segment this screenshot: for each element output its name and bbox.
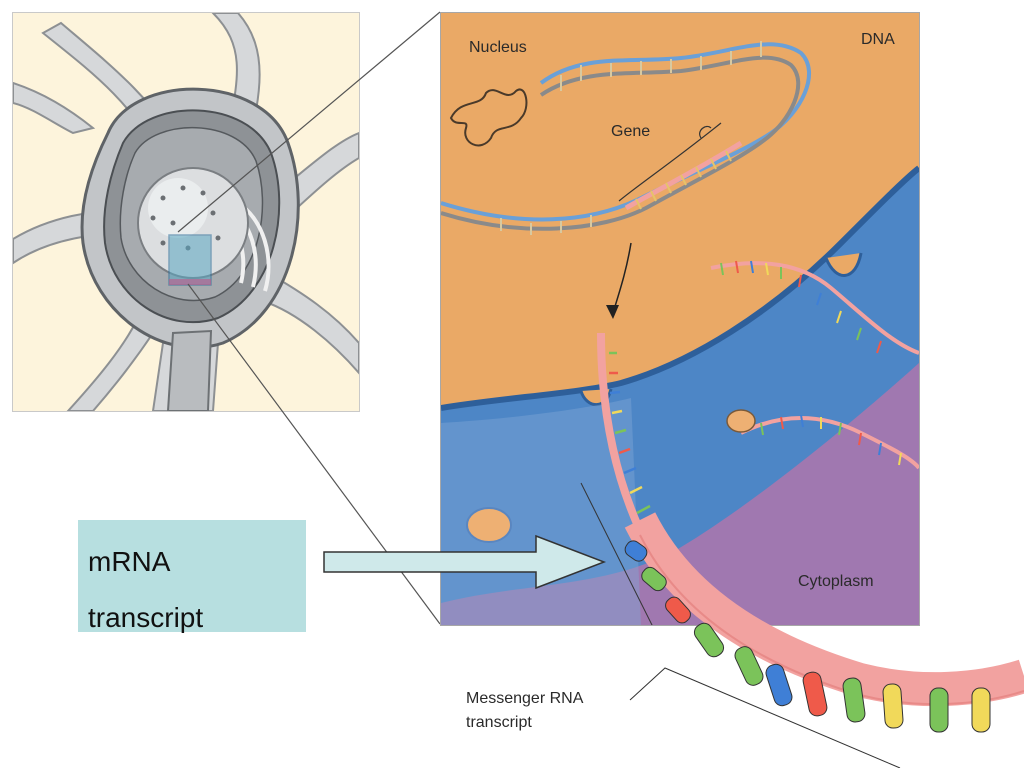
messenger-rna-label-line2: transcript — [466, 714, 532, 731]
mrna-transcript-callout: mRNA transcript — [78, 520, 306, 633]
messenger-rna-label-line1: Messenger RNA — [466, 690, 584, 707]
callout-line1: mRNA — [88, 546, 171, 577]
neuron-cell-illustration — [12, 12, 360, 412]
gene-label: Gene — [611, 123, 651, 140]
cytoplasm-label: Cytoplasm — [798, 573, 874, 590]
dna-label: DNA — [861, 31, 895, 48]
callout-arrow — [323, 534, 607, 590]
callout-line2: transcript — [88, 602, 204, 633]
nucleus-label: Nucleus — [469, 39, 527, 56]
